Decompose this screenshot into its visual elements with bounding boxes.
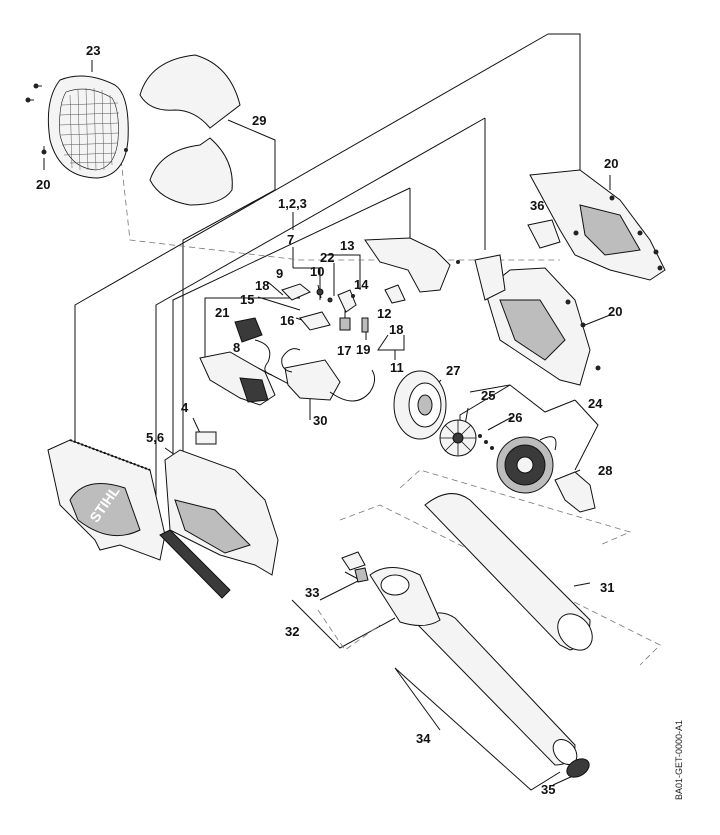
motor-screws [478, 434, 494, 450]
label-22: 22 [320, 250, 334, 265]
nozzle-ring-part [566, 758, 590, 778]
label-8: 8 [233, 340, 240, 355]
label-12: 12 [377, 306, 391, 321]
switch-lever-part [281, 283, 406, 333]
motor-part [496, 436, 557, 494]
label-16: 16 [280, 313, 294, 328]
screw-icons-left [25, 83, 128, 155]
label-20-left: 20 [36, 177, 50, 192]
fan-wheel-part [439, 419, 477, 457]
fan-housing-part [393, 370, 447, 440]
label-9: 9 [276, 266, 283, 281]
housing-shell-part: STIHL [47, 439, 166, 561]
label-35: 35 [541, 782, 555, 797]
label-21: 21 [215, 305, 229, 320]
label-23: 23 [86, 43, 100, 58]
label-20-right: 20 [608, 304, 622, 319]
label-13: 13 [340, 238, 354, 253]
right-housing-top-part [527, 169, 666, 281]
right-housing-bottom-part [474, 254, 591, 386]
flat-nozzle-part [341, 551, 441, 626]
nozzle-adapter-part [554, 471, 596, 513]
top-cover-part [139, 54, 241, 206]
label-28: 28 [598, 463, 612, 478]
label-11: 11 [390, 360, 404, 375]
label-36: 36 [530, 198, 544, 213]
handle-upper-part [364, 237, 451, 293]
label-32: 32 [285, 624, 299, 639]
housing-shell-right-part [159, 431, 279, 599]
label-26: 26 [508, 410, 522, 425]
label-15: 15 [240, 292, 254, 307]
label-5-6: 5,6 [146, 430, 164, 445]
label-25: 25 [481, 388, 495, 403]
label-7: 7 [287, 232, 294, 247]
label-27: 27 [446, 363, 460, 378]
label-18-right: 18 [389, 322, 403, 337]
label-30: 30 [313, 413, 327, 428]
label-33: 33 [305, 585, 319, 600]
label-29: 29 [252, 113, 266, 128]
part-number-labels: 23 20 29 1,2,3 7 9 22 10 13 14 18 15 12 … [36, 43, 622, 797]
electronics-module-part [199, 348, 376, 406]
label-10: 10 [310, 264, 324, 279]
label-31: 31 [600, 580, 614, 595]
label-17: 17 [337, 343, 351, 358]
label-19: 19 [356, 342, 370, 357]
drawing-code: BA01-GET-0000-A1 [674, 720, 684, 800]
battery-connector-part [234, 317, 273, 376]
label-20-top-right: 20 [604, 156, 618, 171]
label-18-left: 18 [255, 278, 269, 293]
label-1-2-3: 1,2,3 [278, 196, 307, 211]
intake-grille-part [47, 75, 129, 179]
screw-icons-right [351, 195, 663, 371]
label-4: 4 [181, 400, 189, 415]
blow-tube-part [424, 493, 593, 651]
round-nozzle-part [417, 612, 578, 766]
leader-lines [43, 33, 611, 791]
label-34: 34 [416, 731, 431, 746]
label-14: 14 [354, 277, 369, 292]
label-24: 24 [588, 396, 603, 411]
